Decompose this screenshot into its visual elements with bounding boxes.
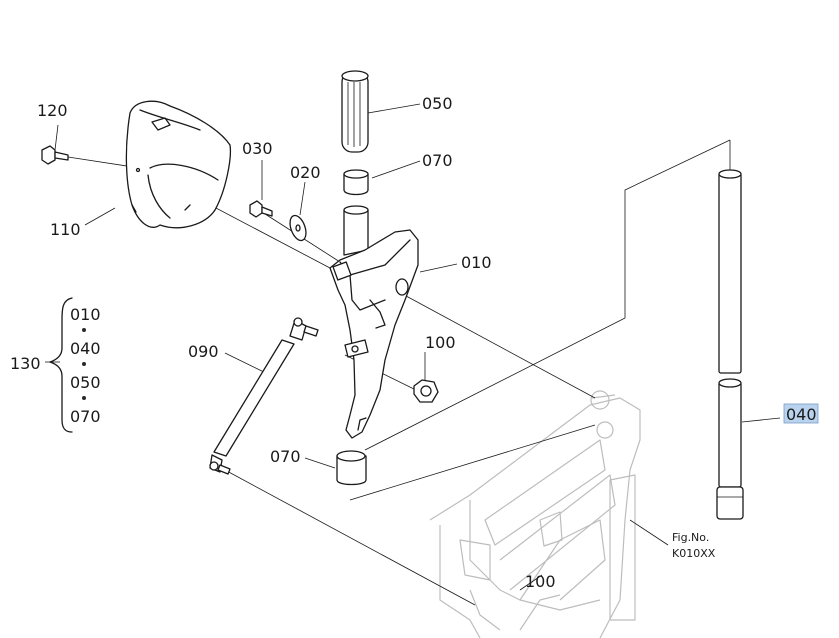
bushing-part-070-bottom xyxy=(336,450,367,486)
label-130[interactable]: 130 xyxy=(10,354,41,373)
kit-item-010[interactable]: 010 xyxy=(70,305,101,324)
selected-part-highlight xyxy=(783,403,819,424)
figure-ref-line1: Fig.No. xyxy=(672,531,709,544)
kit-item-list: 010 040 050 070 xyxy=(70,305,101,426)
label-070-bottom[interactable]: 070 xyxy=(270,447,301,466)
label-030[interactable]: 030 xyxy=(242,139,273,158)
rod-part-040 xyxy=(716,169,744,520)
kit-item-040[interactable]: 040 xyxy=(70,339,101,358)
label-070-top[interactable]: 070 xyxy=(422,151,453,170)
bolt-part-030 xyxy=(249,200,273,218)
label-040[interactable]: 040 xyxy=(786,405,817,424)
linkage-part-090 xyxy=(209,317,319,475)
frame-assembly xyxy=(429,390,641,638)
label-110[interactable]: 110 xyxy=(50,220,81,239)
label-010[interactable]: 010 xyxy=(461,253,492,272)
washer-part-020 xyxy=(289,214,307,242)
leader-lines xyxy=(54,103,781,606)
grip-part-050 xyxy=(341,70,369,153)
label-120[interactable]: 120 xyxy=(37,101,68,120)
kit-item-070[interactable]: 070 xyxy=(70,407,101,426)
label-020[interactable]: 020 xyxy=(290,163,321,182)
bolt-part-120 xyxy=(41,145,69,165)
cover-part-110 xyxy=(125,100,232,229)
kit-item-050[interactable]: 050 xyxy=(70,373,101,392)
figure-ref-line2: K010XX xyxy=(672,547,716,560)
part-number-labels: 120 110 030 020 050 070 010 090 100 070 … xyxy=(10,94,817,591)
bushing-part-070-top xyxy=(343,169,369,196)
nut-part-100 xyxy=(413,379,439,403)
figure-reference: Fig.No. K010XX xyxy=(672,531,716,560)
label-050[interactable]: 050 xyxy=(422,94,453,113)
kit-bracket-130 xyxy=(45,297,86,433)
lever-part-010 xyxy=(329,205,419,439)
label-100-nut[interactable]: 100 xyxy=(425,333,456,352)
label-100-frame[interactable]: 100 xyxy=(525,572,556,591)
label-090[interactable]: 090 xyxy=(188,342,219,361)
